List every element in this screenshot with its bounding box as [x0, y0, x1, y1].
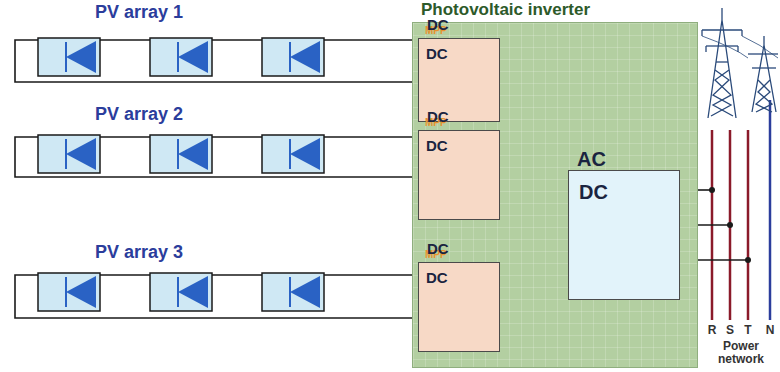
inverter-panel: Photovoltaic inverterMPPDCDCMPPDCDCMPPDC…	[412, 22, 698, 368]
phase-label: T	[744, 323, 751, 337]
pv-array: PV array 3	[10, 240, 340, 322]
dcdc-converter: MPPDCDC	[418, 130, 500, 220]
node-text: AC	[577, 148, 669, 287]
phase-label: S	[726, 323, 734, 337]
phase-label: R	[708, 323, 717, 337]
node-heading: PV array 3	[95, 242, 183, 263]
node-text: DC	[579, 181, 608, 204]
network-label: Power network	[709, 340, 773, 366]
phase-label: N	[766, 323, 775, 337]
node-text: DC	[427, 240, 492, 345]
node-text: DC	[427, 16, 492, 115]
pv-panels	[38, 38, 324, 311]
power-pylon	[702, 8, 778, 118]
pv-array: PV array 2	[10, 102, 340, 182]
pv-array: PV array 1	[10, 0, 340, 86]
node-text: DC	[427, 108, 492, 213]
inverter-box: DCAC	[568, 170, 680, 300]
wire-connector	[340, 40, 418, 82]
wire-connector	[340, 275, 418, 318]
dcdc-converter: MPPDCDC	[418, 262, 500, 352]
node-text: DC	[426, 137, 448, 154]
node-text: DC	[426, 269, 448, 286]
wire-connector	[340, 137, 418, 177]
node-text: DC	[426, 45, 448, 62]
node-heading: PV array 2	[95, 104, 183, 125]
node-heading: PV array 1	[95, 2, 183, 23]
pv-string	[15, 40, 340, 318]
